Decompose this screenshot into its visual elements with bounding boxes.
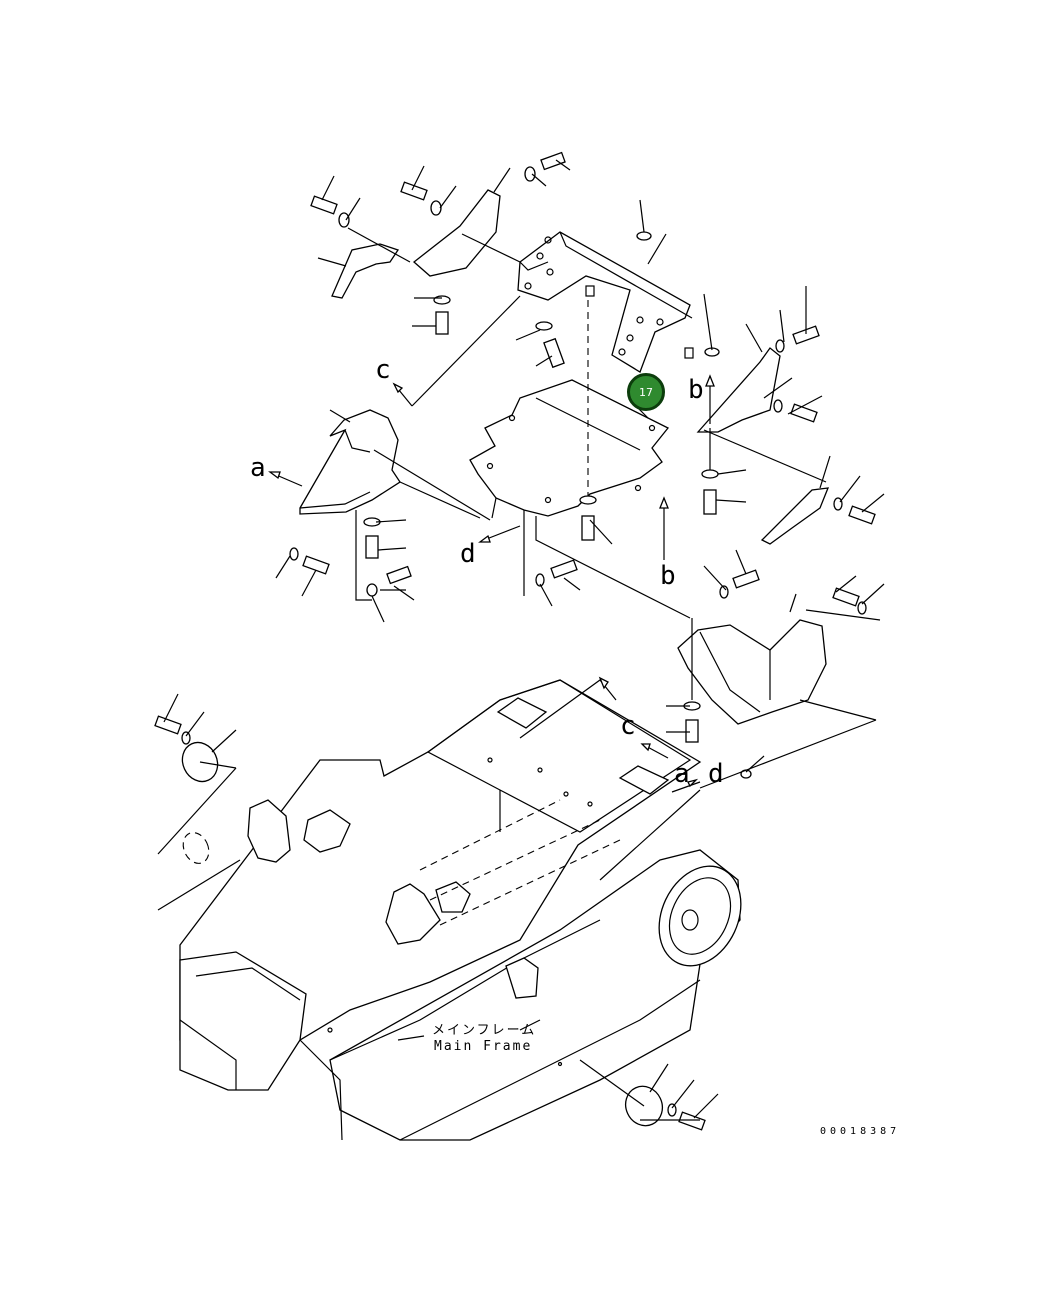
bolts-and-washers [154, 151, 876, 1131]
callout-arrows [268, 295, 715, 793]
callout-c-lower: c [620, 711, 636, 741]
callout-c-upper: c [375, 355, 391, 385]
callout-d-left: d [460, 539, 476, 569]
right-fender [760, 487, 830, 545]
drawing-code: 00018387 [820, 1126, 900, 1137]
main-frame-label-jp: メインフレーム [432, 1023, 536, 1038]
callout-b-lower: b [660, 561, 676, 591]
under-cover-plate [469, 379, 670, 530]
callout-d-right: d [708, 759, 724, 789]
leader-lines [157, 159, 885, 1121]
part-number-badge[interactable]: 17 [627, 373, 665, 411]
upper-left-brackets [331, 189, 501, 299]
main-frame [179, 679, 742, 1141]
upper-bracket [517, 231, 694, 373]
lower-right-guard [677, 619, 827, 725]
left-guard [299, 409, 401, 515]
callout-a-right: a [674, 759, 690, 789]
part-number-badge-label: 17 [639, 385, 653, 399]
main-frame-label-en: Main Frame [434, 1039, 532, 1054]
callout-a-left: a [250, 453, 266, 483]
callout-b-upper: b [688, 375, 704, 405]
right-bracket-b [696, 347, 781, 433]
